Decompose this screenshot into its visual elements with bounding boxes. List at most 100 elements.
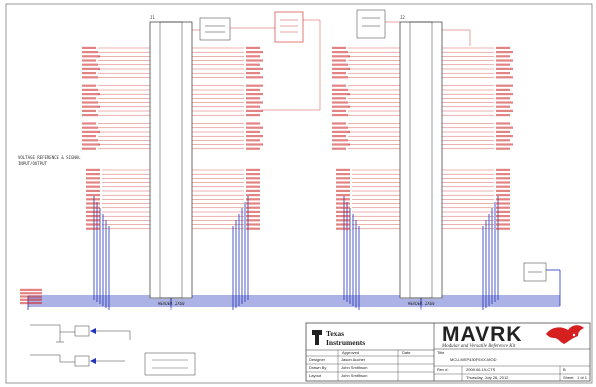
net-label-right-j1: [246, 135, 263, 138]
net-label-right-j1: [246, 223, 260, 226]
net-label-left-j1: [86, 210, 100, 213]
net-label-left-j1: [86, 173, 100, 176]
bus-net-label: [20, 302, 42, 305]
net-label-right-j2: [496, 46, 510, 49]
top-component-left: [199, 17, 231, 41]
net-label-right-j2: [496, 147, 510, 150]
net-label-left-j2: [336, 173, 350, 176]
rev-label: Rev #:: [437, 367, 449, 372]
top-ic-red: [274, 11, 304, 43]
net-label-right-j2: [496, 198, 510, 201]
rev-value: B: [563, 367, 566, 372]
net-label-right-j1: [246, 181, 260, 184]
net-label-right-j1: [246, 105, 260, 108]
regulator-circuit-2: [30, 354, 125, 367]
designer-role: Designer: [309, 357, 326, 362]
net-label-right-j2: [496, 114, 510, 117]
net-label-right-j2: [496, 177, 510, 180]
net-label-left-j1: [82, 55, 100, 58]
net-label-right-j1: [246, 219, 260, 222]
ti-logo-line2: Instruments: [326, 338, 365, 347]
net-label-left-j1: [86, 215, 100, 218]
net-label-right-j1: [246, 168, 260, 171]
net-label-right-j2: [496, 67, 513, 70]
net-label-left-j1: [82, 147, 96, 150]
net-label-left-j1: [82, 114, 98, 117]
net-label-left-j1: [82, 51, 98, 54]
net-label-left-j2: [336, 210, 350, 213]
net-label-left-j2: [332, 147, 346, 150]
net-label-left-j2: [336, 198, 350, 201]
net-label-layer: [20, 46, 513, 305]
net-label-right-j1: [246, 97, 260, 100]
net-label-right-j1: [246, 206, 260, 209]
net-label-left-j1: [86, 227, 100, 230]
net-label-right-j1: [246, 139, 260, 142]
connector-j1-value: HEADER 2X60: [158, 301, 185, 306]
bus-net-label: [20, 298, 42, 301]
net-label-left-j2: [332, 63, 348, 66]
net-label-left-j1: [82, 130, 100, 133]
net-label-right-j1: [246, 84, 263, 87]
net-label-right-j2: [496, 93, 513, 96]
note-voltage-reference: VOLTAGE REFERENCE & SIGNAL: [18, 155, 81, 160]
drawn-by-role: Drawn By: [309, 365, 326, 370]
net-label-right-j2: [496, 105, 510, 108]
date-header: Date: [402, 350, 411, 355]
net-label-left-j2: [332, 109, 346, 112]
net-label-left-j2: [336, 202, 350, 205]
net-label-right-j1: [246, 173, 260, 176]
regulator-circuit-1: [30, 324, 131, 343]
net-label-right-j2: [496, 88, 510, 91]
approved-header: Approved: [342, 350, 359, 355]
bus-net-label: [20, 288, 42, 291]
net-label-right-j2: [496, 76, 513, 79]
net-label-right-j2: [496, 101, 513, 104]
product-subtitle: Modular and Versatile Reference Kit: [441, 344, 516, 349]
net-label-right-j2: [496, 206, 510, 209]
net-label-left-j2: [332, 135, 346, 138]
net-label-left-j1: [86, 202, 100, 205]
net-label-left-j2: [336, 185, 350, 188]
net-label-left-j1: [86, 194, 100, 197]
net-label-right-j1: [246, 143, 263, 146]
doc-title: MCU-MSP430F5XX-MOD: [450, 357, 497, 362]
net-label-left-j2: [332, 130, 350, 133]
net-label-right-j1: [246, 51, 263, 54]
regulator-circuit-3: [144, 352, 196, 376]
net-label-left-j1: [86, 223, 100, 226]
net-label-left-j1: [82, 139, 98, 142]
net-label-right-j1: [246, 194, 260, 197]
net-label-left-j1: [86, 168, 100, 171]
net-label-right-j1: [246, 63, 260, 66]
top-component-right: [356, 9, 386, 39]
net-label-left-j1: [82, 46, 96, 49]
net-label-left-j2: [332, 76, 348, 79]
ti-logo: Texas Instruments: [312, 329, 365, 347]
net-label-right-j1: [246, 185, 260, 188]
net-label-left-j1: [82, 122, 96, 125]
net-label-left-j2: [336, 181, 350, 184]
net-label-left-j2: [332, 105, 350, 108]
net-label-right-j2: [496, 72, 510, 75]
net-label-left-j1: [82, 63, 98, 66]
net-label-left-j1: [86, 189, 100, 192]
net-label-right-j1: [246, 109, 263, 112]
net-label-left-j2: [332, 51, 348, 54]
net-label-left-j1: [82, 135, 96, 138]
net-label-right-j1: [246, 130, 260, 133]
net-label-right-j2: [496, 185, 510, 188]
net-label-left-j1: [82, 101, 98, 104]
net-label-right-j2: [496, 189, 510, 192]
net-label-left-j1: [82, 84, 96, 87]
net-label-left-j1: [82, 97, 96, 100]
connector-j2-ref: J2: [400, 15, 405, 20]
sheet-value: 1 of 1: [577, 375, 588, 380]
net-label-right-j1: [246, 215, 260, 218]
net-label-left-j2: [336, 168, 350, 171]
net-label-left-j2: [336, 206, 350, 209]
bus-net-label: [20, 295, 42, 298]
net-label-left-j1: [86, 198, 100, 201]
net-label-right-j2: [496, 219, 510, 222]
